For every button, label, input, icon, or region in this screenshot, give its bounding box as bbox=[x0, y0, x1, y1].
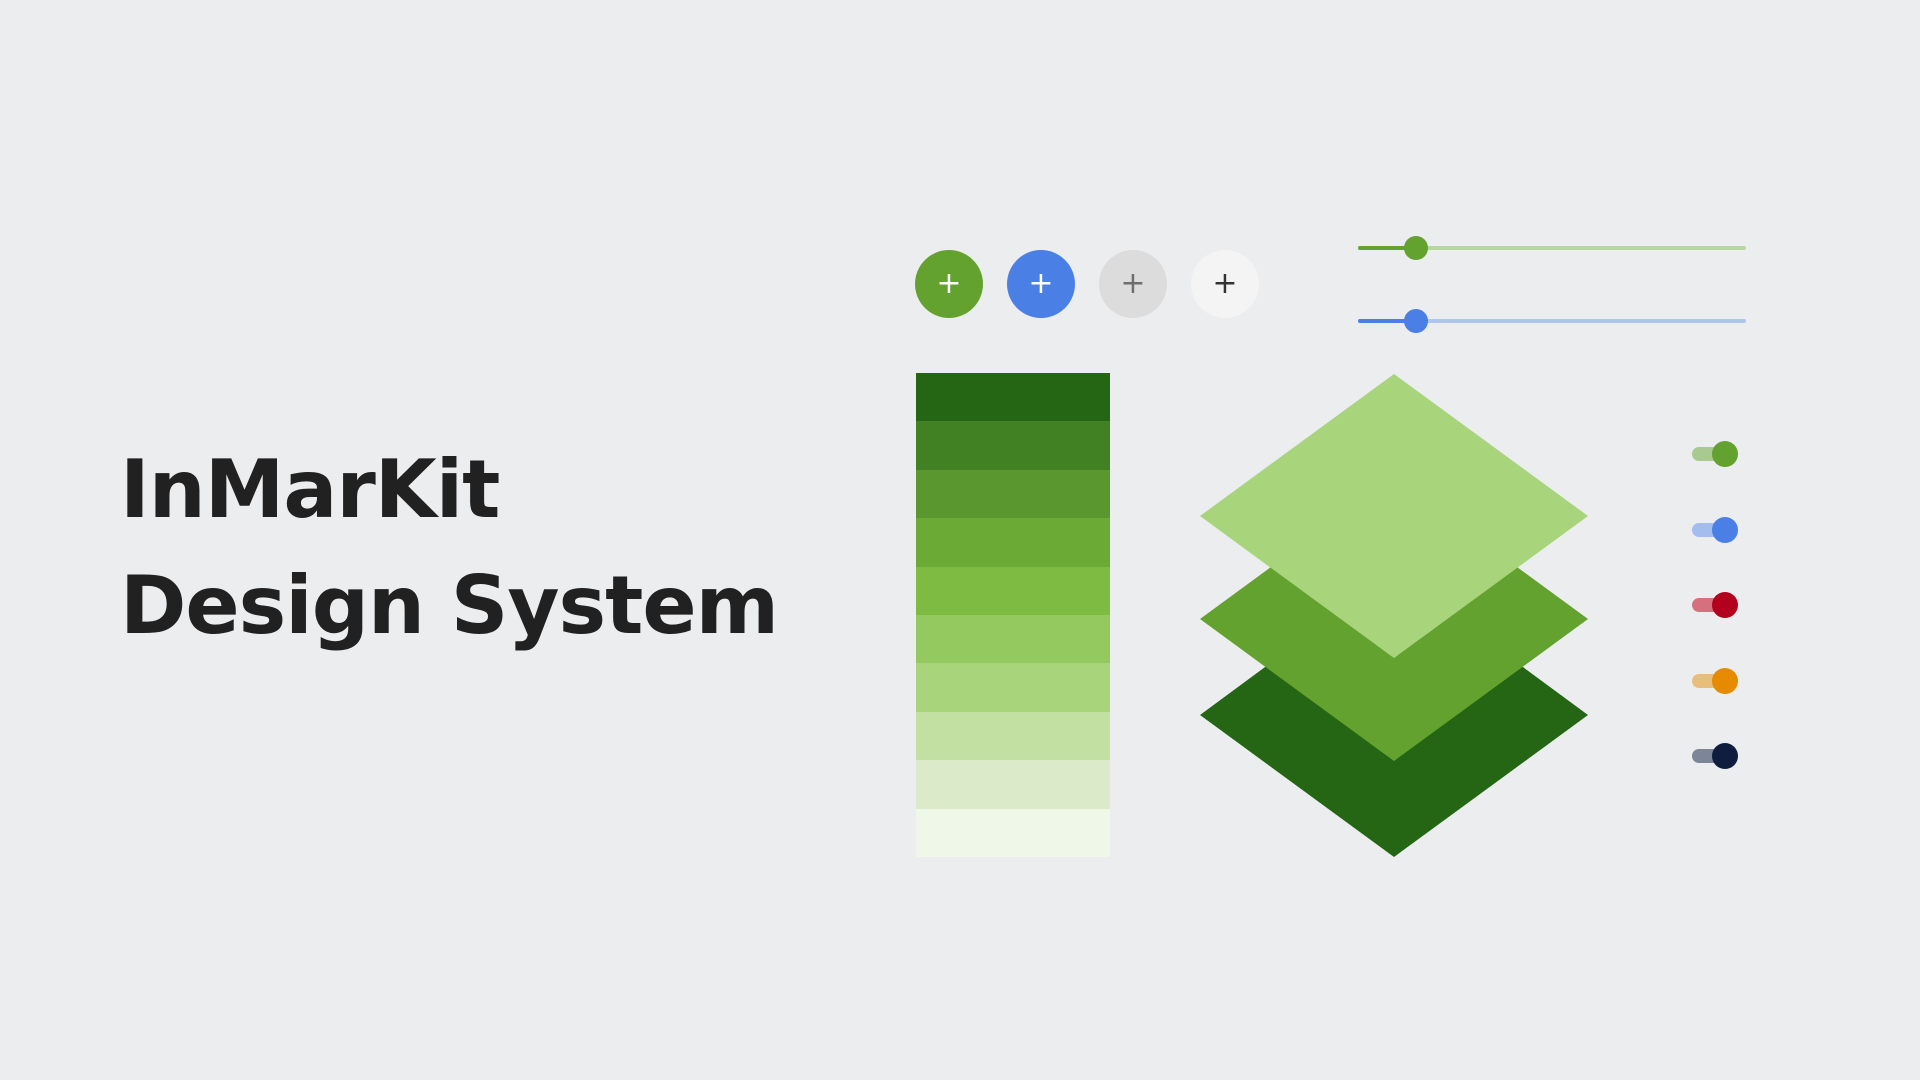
palette-swatch bbox=[916, 566, 1110, 615]
title-line-1: InMarKit bbox=[120, 443, 500, 536]
layers-illustration bbox=[1200, 374, 1588, 857]
palette-swatch bbox=[916, 760, 1110, 809]
green-slider[interactable] bbox=[1358, 236, 1746, 260]
toggle-knob bbox=[1712, 441, 1738, 467]
toggle-knob bbox=[1712, 592, 1738, 618]
plus-icon: + bbox=[936, 266, 962, 301]
toggle-green[interactable] bbox=[1690, 440, 1738, 468]
page-title: InMarKit Design System bbox=[120, 432, 779, 664]
palette-swatch bbox=[916, 614, 1110, 664]
toggle-orange[interactable] bbox=[1690, 667, 1738, 695]
color-palette bbox=[916, 373, 1110, 857]
slider-track bbox=[1358, 246, 1746, 250]
palette-swatch bbox=[916, 808, 1110, 857]
palette-swatch bbox=[916, 469, 1110, 519]
toggle-knob bbox=[1712, 516, 1738, 543]
plus-icon: + bbox=[1028, 266, 1054, 301]
fab-row: + + + + bbox=[915, 250, 1259, 318]
toggle-list bbox=[1690, 440, 1738, 818]
toggle-navy[interactable] bbox=[1690, 742, 1738, 770]
palette-swatch bbox=[916, 421, 1110, 470]
toggle-knob bbox=[1712, 743, 1738, 769]
add-button-blue[interactable]: + bbox=[1007, 250, 1075, 318]
add-button-white[interactable]: + bbox=[1191, 250, 1259, 318]
palette-swatch bbox=[916, 711, 1110, 761]
slider-fill bbox=[1358, 246, 1417, 250]
palette-swatch bbox=[916, 373, 1110, 422]
title-line-2: Design System bbox=[120, 559, 779, 652]
add-button-green[interactable]: + bbox=[915, 250, 983, 318]
toggle-red[interactable] bbox=[1690, 591, 1738, 619]
slider-thumb[interactable] bbox=[1404, 309, 1429, 333]
slider-track bbox=[1358, 319, 1746, 323]
palette-swatch bbox=[916, 518, 1110, 567]
toggle-blue[interactable] bbox=[1690, 516, 1738, 544]
plus-icon: + bbox=[1120, 266, 1146, 301]
palette-swatch bbox=[916, 663, 1110, 712]
slider-fill bbox=[1358, 319, 1417, 323]
toggle-knob bbox=[1712, 667, 1738, 694]
plus-icon: + bbox=[1212, 266, 1238, 301]
layer-top bbox=[1200, 374, 1588, 658]
slider-thumb[interactable] bbox=[1404, 236, 1429, 260]
blue-slider[interactable] bbox=[1358, 309, 1746, 333]
add-button-gray[interactable]: + bbox=[1099, 250, 1167, 318]
